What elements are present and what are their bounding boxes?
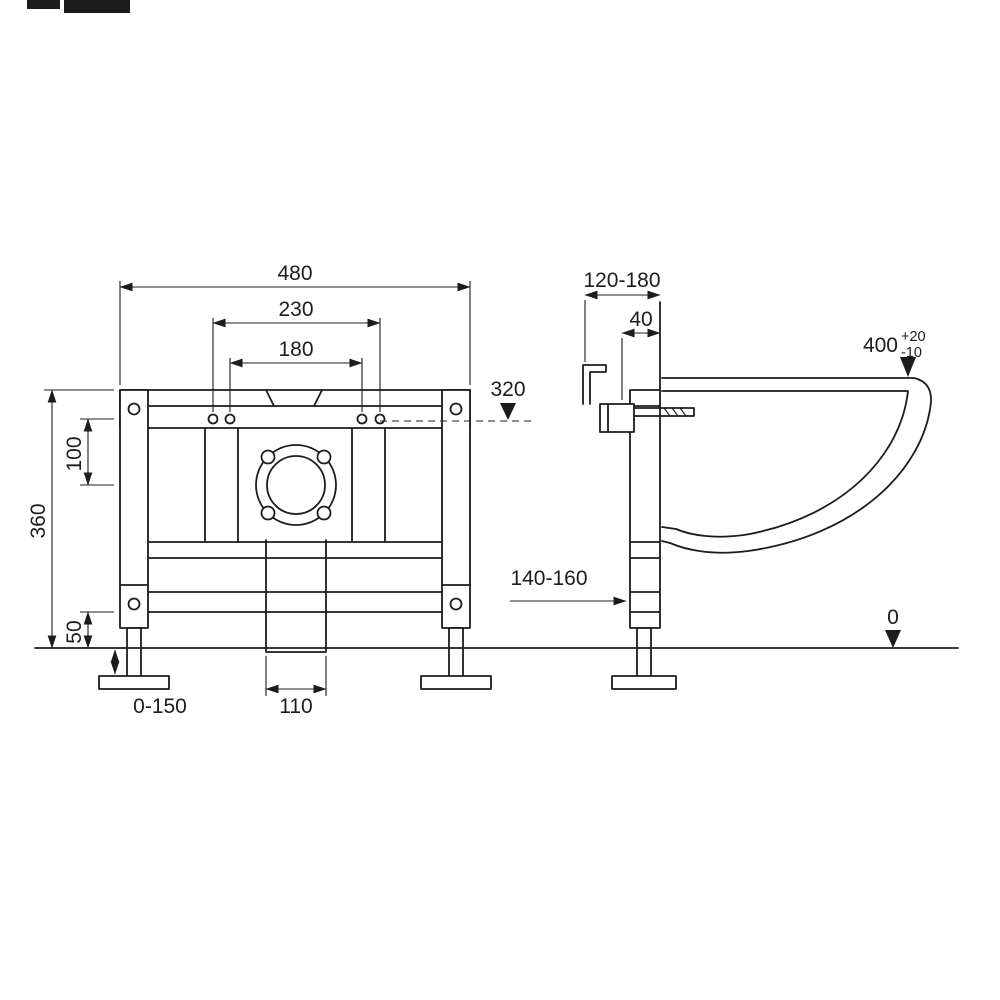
mounting-hole (374, 413, 386, 425)
screw-hole (449, 597, 463, 611)
dim-seat-height-label: 400 (863, 334, 898, 357)
dim-outlet-distance-label: 140-160 (510, 567, 587, 590)
toilet-bowl (661, 377, 932, 554)
mounting-holes (207, 413, 386, 425)
fitting-lug (260, 449, 276, 465)
fitting-lug (316, 449, 332, 465)
connector-hatching (663, 407, 687, 417)
screw-hole (449, 402, 463, 416)
dim-hole-height-label: 320 (490, 378, 525, 401)
dim-frame-depth-label: 120-180 (583, 269, 660, 292)
frame-side-outline (629, 301, 661, 629)
drain-pipe (265, 539, 327, 653)
frame-front-outline (119, 389, 471, 629)
flush-valve-box (599, 403, 635, 433)
dim-outer-hole-spacing-label: 230 (278, 298, 313, 321)
fitting-lug (316, 505, 332, 521)
flush-pipe-assembly (582, 364, 695, 433)
flush-bend-pipe (582, 364, 607, 405)
mounting-hole (356, 413, 368, 425)
side-dimensions: 120-180 40 400 +20 -10 140-160 0 (510, 269, 926, 648)
screw-holes (127, 402, 463, 611)
dim-inner-hole-spacing-label: 180 (278, 338, 313, 361)
drain-fitting (255, 444, 337, 526)
screw-hole (127, 597, 141, 611)
floor-level-marker-arrow (885, 630, 901, 648)
seat-height-marker-arrow (900, 357, 916, 377)
dim-pipe-width-label: 110 (279, 695, 312, 718)
adjustable-foot-side (611, 627, 677, 690)
adjustable-feet (98, 627, 492, 690)
logo-fragment (27, 0, 130, 13)
dim-bottom-rail-label: 50 (63, 620, 86, 643)
dim-foot-adjustment-label: 0-150 (133, 695, 187, 718)
screw-hole (127, 402, 141, 416)
top-notch (265, 389, 323, 407)
mounting-hole (207, 413, 219, 425)
dim-floor-level-label: 0 (887, 606, 899, 629)
front-view: 480 230 180 320 360 100 50 (27, 262, 535, 718)
dim-seat-height-tol-upper: +20 (901, 329, 926, 345)
side-view: 120-180 40 400 +20 -10 140-160 0 (510, 269, 932, 690)
dim-overall-width-label: 480 (277, 262, 312, 285)
front-dimensions: 480 230 180 320 360 100 50 (27, 262, 535, 718)
fitting-lug (260, 505, 276, 521)
mounting-hole (224, 413, 236, 425)
dim-drain-offset-label: 100 (63, 436, 86, 471)
dim-pipe-offset-label: 40 (629, 308, 652, 331)
dim-frame-height-label: 360 (27, 503, 50, 538)
level-marker-arrow (500, 403, 516, 420)
